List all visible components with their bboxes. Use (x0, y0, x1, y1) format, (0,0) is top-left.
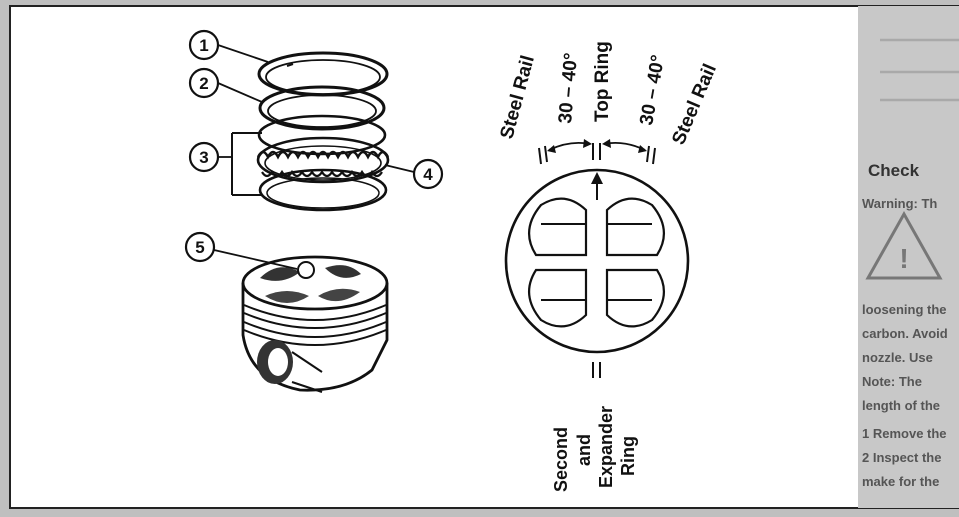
bracket-3 (231, 132, 262, 196)
ring-gap-diagram (504, 139, 690, 378)
right-page-line-3: carbon. Avoid (862, 326, 948, 341)
bottom-label-line-2: and (574, 434, 594, 466)
callout-2: 2 (188, 67, 220, 99)
callout-4-label: 4 (423, 165, 433, 184)
right-page-line-7: 1 Remove the (862, 426, 947, 441)
callout-3-label: 3 (199, 148, 208, 167)
leader-lines (213, 44, 415, 270)
piston-rings-stack (256, 51, 390, 212)
bottom-label-line-4: Ring (618, 436, 638, 476)
diagram-panel (9, 5, 959, 509)
right-page-line-6: length of the (862, 398, 940, 413)
right-page-line-5: Note: The (862, 374, 922, 389)
right-page-heading: Check (868, 161, 920, 180)
callout-5: 5 (184, 231, 216, 263)
right-page-line-4: nozzle. Use (862, 350, 933, 365)
right-page-line-8: 2 Inspect the (862, 450, 941, 465)
background-page-right: Check Warning: Th ! loosening the carbon… (858, 6, 959, 508)
callout-2-label: 2 (199, 74, 208, 93)
callout-1: 1 (188, 29, 220, 61)
right-page-line-1: Warning: Th (862, 196, 937, 211)
warning-icon: ! (899, 243, 908, 274)
right-page-line-9: make for the (862, 474, 939, 489)
callout-1-label: 1 (199, 36, 208, 55)
top-ring-label: Top Ring (592, 41, 613, 122)
callout-4: 4 (412, 158, 444, 190)
right-page-line-2: loosening the (862, 302, 947, 317)
bottom-label-line-3: Expander (596, 406, 616, 488)
piston-illustration (241, 255, 389, 393)
bottom-label-line-1: Second (551, 427, 571, 492)
callout-3: 3 (188, 141, 220, 173)
callout-5-label: 5 (195, 238, 204, 257)
